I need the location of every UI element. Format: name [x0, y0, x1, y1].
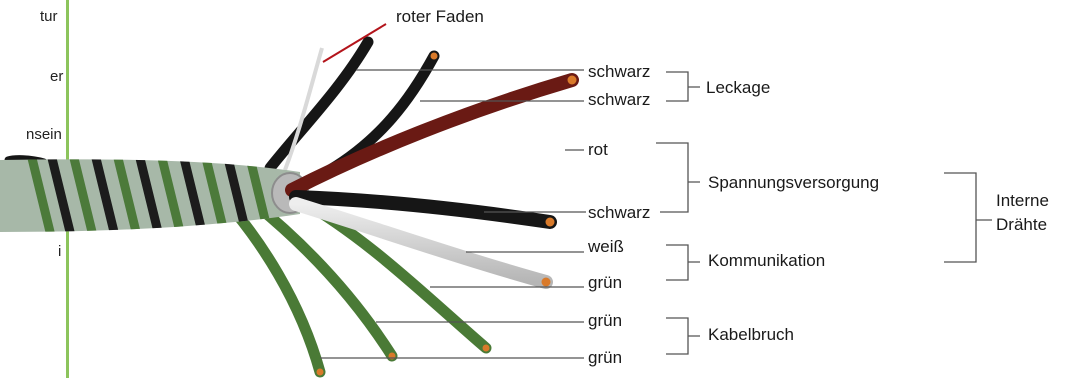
copper-tips	[316, 52, 577, 376]
label-red: rot	[588, 140, 608, 159]
group-label-communication: Kommunikation	[708, 251, 826, 270]
label-black-1: schwarz	[588, 62, 651, 81]
red-wire	[285, 73, 579, 197]
leader-lines	[320, 69, 586, 359]
group-label-internal-wires-1: Interne	[996, 191, 1049, 210]
label-black-2: schwarz	[588, 90, 651, 109]
label-white: weiß	[588, 237, 624, 256]
black-wire-power	[289, 190, 557, 229]
black-wire-up-1	[264, 36, 374, 174]
left-text-fragment-3: nsein	[26, 126, 62, 143]
label-green-3: grün	[588, 348, 623, 367]
group-brackets	[656, 71, 992, 355]
left-text-fragment-2: er	[50, 68, 64, 85]
label-green-1: grün	[588, 273, 623, 292]
label-black-3: schwarz	[588, 203, 651, 222]
red-thread-pointer	[322, 23, 387, 63]
label-red-thread: roter Faden	[396, 7, 484, 26]
thin-white-wire	[283, 47, 324, 171]
label-green-2: grün	[588, 311, 623, 330]
group-label-internal-wires-2: Drähte	[996, 215, 1048, 234]
group-label-cable-break: Kabelbruch	[708, 325, 795, 344]
white-wire	[289, 197, 553, 289]
left-side-panel: tur er nsein i	[0, 0, 66, 378]
left-text-fragment-1: tur	[40, 8, 58, 25]
group-label-power-supply: Spannungsversorgung	[708, 173, 880, 192]
group-label-leakage: Leckage	[706, 78, 771, 97]
left-text-fragment-4: i	[58, 243, 62, 260]
